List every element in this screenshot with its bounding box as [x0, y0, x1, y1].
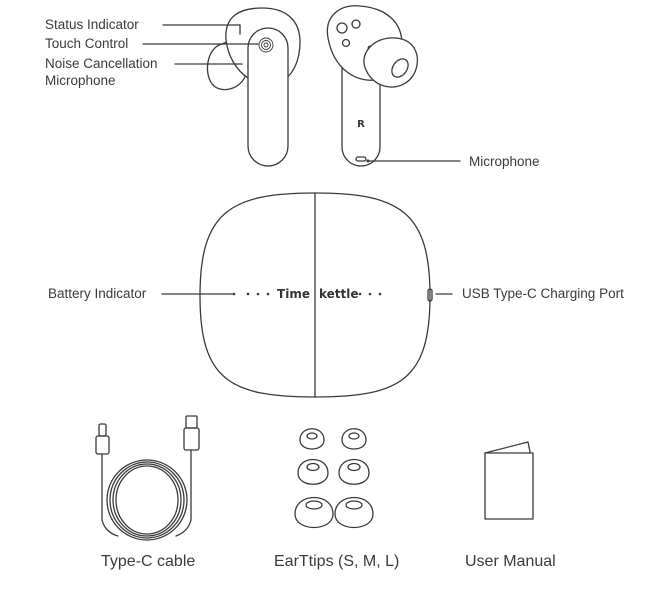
label-microphone: Microphone [469, 154, 540, 169]
battery-dot-2 [256, 292, 260, 296]
battery-dot-4 [358, 292, 362, 296]
caption-eartips: EarTtips (S, M, L) [274, 553, 400, 570]
usb-c-port [427, 288, 433, 302]
eartip-medium-2 [338, 459, 370, 485]
type-c-cable [95, 415, 200, 541]
right-earbud-tip [363, 37, 419, 88]
usb-c-plug [98, 423, 107, 437]
label-noise-cancellation: Noise Cancellation [45, 56, 158, 71]
eartip-small-2 [341, 428, 367, 450]
label-usb-port: USB Type-C Charging Port [462, 286, 624, 301]
eartip-large-2 [334, 496, 374, 528]
microphone-slot [355, 156, 367, 162]
right-earbud-nozzle [391, 58, 409, 78]
right-earbud-sensor-3 [341, 38, 351, 48]
caption-cable: Type-C cable [101, 553, 196, 570]
right-earbud [326, 5, 419, 167]
eartip-large-1 [294, 496, 334, 528]
battery-dots [232, 159, 382, 296]
caption-manual: User Manual [465, 553, 556, 570]
label-status-indicator: Status Indicator [45, 17, 139, 32]
battery-dot-6 [378, 292, 382, 296]
battery-dot-5 [368, 292, 372, 296]
usb-a-housing [183, 427, 200, 451]
battery-dot-1 [246, 292, 250, 296]
mic-leader-endpoint [366, 159, 370, 163]
eartips [294, 428, 374, 528]
left-earbud-stem [247, 27, 289, 167]
label-noise-microphone: Microphone [45, 73, 116, 88]
charging-case [199, 192, 433, 398]
eartip-small-1 [299, 428, 325, 450]
earbud-side-marking: R [357, 119, 365, 130]
usb-a-plug [185, 415, 198, 429]
user-manual [484, 441, 534, 520]
leader-endpoint [232, 292, 236, 296]
eartip-medium-1 [297, 459, 329, 485]
label-touch-control: Touch Control [45, 36, 129, 51]
label-battery-indicator: Battery Indicator [48, 286, 147, 301]
fingerprint-icon [258, 37, 274, 53]
case-brand-left: Time [277, 287, 310, 301]
right-earbud-sensor-2 [351, 19, 361, 29]
battery-dot-3 [266, 292, 270, 296]
usb-c-housing [95, 435, 110, 455]
case-brand-right: kettle [319, 287, 359, 301]
right-earbud-sensor [336, 22, 348, 34]
left-earbud [206, 7, 301, 167]
